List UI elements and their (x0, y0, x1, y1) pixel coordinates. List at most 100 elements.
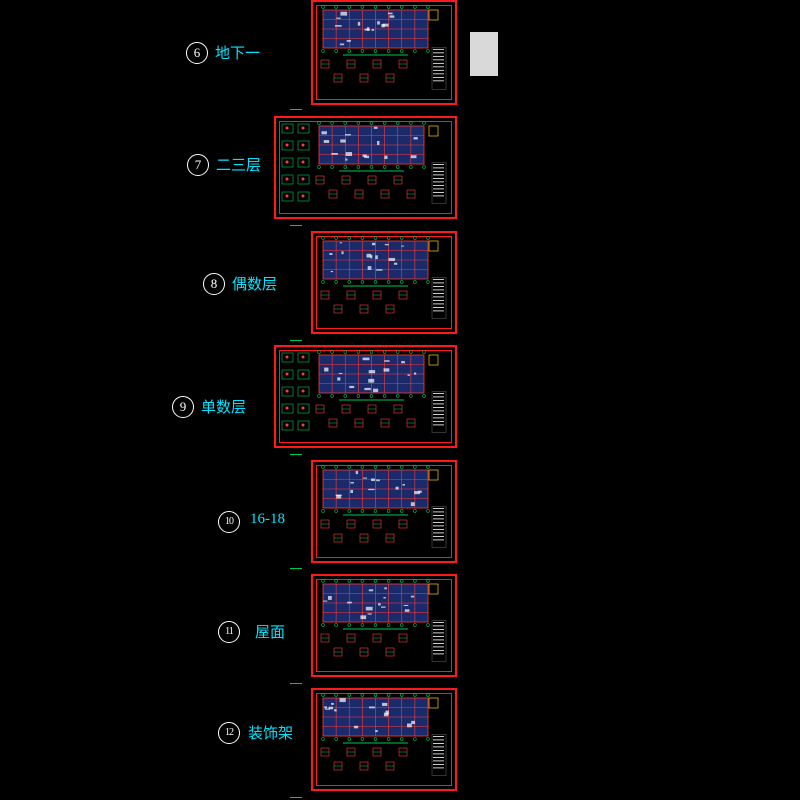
plan-detail (363, 477, 368, 479)
plan-detail (401, 245, 405, 247)
axis-bubble (334, 49, 338, 53)
drawing-title-9: 单数层 (201, 398, 247, 416)
plan-detail (364, 387, 371, 391)
plan-detail (410, 502, 415, 507)
plan-detail (364, 28, 370, 31)
axis-bubble (396, 165, 400, 169)
plan-detail (370, 478, 376, 482)
drawing-number-11: 11 (218, 621, 240, 643)
axis-bubble (330, 121, 334, 125)
plan-detail (334, 25, 342, 27)
plan-detail (373, 126, 378, 129)
axis-bubble (369, 350, 374, 354)
axis-bubble (422, 165, 426, 169)
axis-bubble (386, 49, 391, 53)
title-block (431, 277, 447, 319)
axis-bubble (347, 49, 351, 53)
axis-bubble (413, 509, 417, 513)
plan-detail (384, 587, 387, 590)
plan-detail (329, 253, 333, 255)
axis-bubble (321, 623, 325, 627)
axis-bubble (426, 49, 430, 53)
plan-detail (407, 374, 410, 376)
detail-box (281, 403, 294, 414)
axis-bubble (369, 394, 374, 398)
axis-bubble (373, 280, 378, 284)
axis-bubble (321, 236, 325, 240)
title-block (431, 47, 447, 90)
axis-bubble (400, 465, 404, 469)
sheet-frame-11[interactable] (311, 574, 457, 677)
plan-detail (401, 361, 405, 364)
axis-tick (290, 109, 302, 110)
axis-bubble (386, 579, 391, 583)
plan-detail (383, 368, 390, 372)
title-block (431, 506, 447, 548)
axis-bubble (347, 579, 351, 583)
sheet-frame-12[interactable] (311, 688, 457, 791)
plan-detail (404, 609, 410, 612)
axis-bubble (382, 394, 387, 398)
axis-bubble (356, 121, 361, 125)
axis-bubble (360, 280, 365, 284)
stamp-box (428, 9, 439, 21)
plan-detail (350, 489, 354, 494)
plan-detail (385, 710, 389, 715)
plan-detail (371, 242, 376, 246)
axis-bubble (321, 280, 325, 284)
axis-bubble (334, 5, 338, 9)
detail-box (281, 123, 294, 134)
plan-detail (336, 494, 342, 499)
axis-bubble (321, 5, 325, 9)
plan-detail (376, 269, 383, 271)
sheet-frame-7[interactable] (274, 116, 457, 219)
detail-mark (285, 423, 289, 427)
plan-detail (324, 708, 330, 710)
axis-tick (290, 454, 302, 455)
axis-bubble (386, 509, 391, 513)
axis-bubble (409, 350, 413, 354)
axis-bubble (317, 165, 321, 169)
plan-detail (330, 270, 334, 273)
plan-detail (369, 706, 375, 709)
plan-detail (365, 606, 373, 611)
plan-detail (410, 155, 417, 159)
axis-bubble (396, 350, 400, 354)
axis-bubble (396, 121, 400, 125)
plan-detail (389, 15, 395, 18)
plan-detail (345, 158, 348, 161)
plan-detail (411, 720, 415, 725)
axis-bubble (413, 49, 417, 53)
axis-bubble (360, 509, 365, 513)
axis-bubble (386, 236, 391, 240)
plan-detail (353, 725, 359, 729)
plan-detail (403, 604, 409, 607)
axis-bubble (347, 737, 351, 741)
axis-bubble (400, 509, 404, 513)
plan-detail (340, 11, 348, 16)
axis-bubble (409, 394, 413, 398)
axis-tick (290, 797, 302, 798)
plan-detail (349, 385, 355, 389)
axis-bubble (422, 350, 426, 354)
axis-bubble (317, 394, 321, 398)
axis-bubble (356, 394, 361, 398)
axis-bubble (321, 693, 325, 697)
plan-detail (331, 702, 334, 705)
plan-detail (336, 17, 341, 19)
plan-detail (339, 698, 346, 703)
sheet-frame-6[interactable] (311, 0, 457, 105)
plan-detail (334, 709, 337, 712)
axis-bubble (347, 509, 351, 513)
sheet-frame-9[interactable] (274, 345, 457, 448)
axis-tick (290, 225, 302, 226)
title-block (431, 734, 447, 776)
sheet-frame-10[interactable] (311, 460, 457, 563)
plan-detail (383, 712, 389, 717)
axis-bubble (400, 236, 404, 240)
axis-bubble (334, 465, 338, 469)
detail-mark (285, 406, 289, 410)
detail-mark (285, 389, 289, 393)
sheet-frame-8[interactable] (311, 231, 457, 334)
